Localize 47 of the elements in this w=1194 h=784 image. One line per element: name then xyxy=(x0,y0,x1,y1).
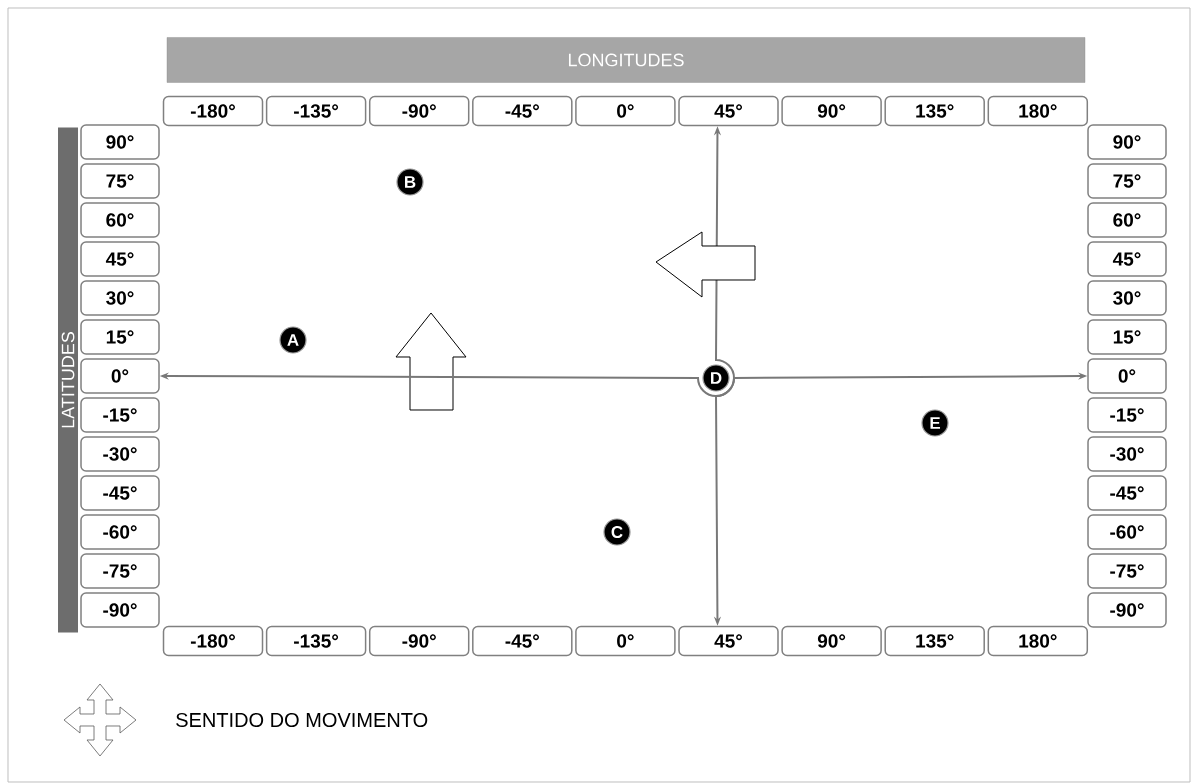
degree-box: -45° xyxy=(472,95,573,127)
degree-box: 30° xyxy=(1087,280,1167,316)
degree-box: 60° xyxy=(1087,202,1167,238)
degree-box: -60° xyxy=(80,514,160,550)
degree-box: -180° xyxy=(162,95,264,127)
degree-box: 0° xyxy=(575,625,676,657)
degree-box: 0° xyxy=(575,95,676,127)
degree-box: -15° xyxy=(1087,397,1167,433)
degree-box: 180° xyxy=(987,625,1089,657)
latitudes-band: LATITUDES xyxy=(58,127,78,633)
degree-box: -15° xyxy=(80,397,160,433)
degree-box: 75° xyxy=(80,163,160,199)
degree-box: 135° xyxy=(884,95,985,127)
degree-box: -45° xyxy=(1087,475,1167,511)
degree-box: 0° xyxy=(1087,358,1167,394)
degree-box: 0° xyxy=(80,358,160,394)
degree-box: -45° xyxy=(80,475,160,511)
degree-box: 45° xyxy=(80,241,160,277)
legend-text: SENTIDO DO MOVIMENTO xyxy=(176,712,428,728)
degree-box: 135° xyxy=(884,625,985,657)
degree-box: -135° xyxy=(265,95,367,127)
degree-box: -75° xyxy=(1087,553,1167,589)
degree-box: -45° xyxy=(472,625,573,657)
degree-box: 30° xyxy=(80,280,160,316)
degree-box: 90° xyxy=(781,95,882,127)
degree-box: -90° xyxy=(80,592,160,628)
degree-box: 90° xyxy=(1087,124,1167,160)
degree-box: -180° xyxy=(162,625,264,657)
degree-box: 15° xyxy=(1087,319,1167,355)
degree-box: -60° xyxy=(1087,514,1167,550)
degree-box: 75° xyxy=(1087,163,1167,199)
degree-box: 45° xyxy=(678,625,779,657)
degree-box: 90° xyxy=(781,625,882,657)
longitudes-band: LONGITUDES xyxy=(166,37,1086,83)
degree-box: 60° xyxy=(80,202,160,238)
degree-box: 45° xyxy=(1087,241,1167,277)
degree-box: -135° xyxy=(265,625,367,657)
degree-box: -90° xyxy=(368,95,470,127)
degree-box: 15° xyxy=(80,319,160,355)
degree-box: -75° xyxy=(80,553,160,589)
degree-box: -30° xyxy=(1087,436,1167,472)
degree-box: 90° xyxy=(80,124,160,160)
degree-box: -90° xyxy=(1087,592,1167,628)
degree-box: -90° xyxy=(368,625,470,657)
degree-box: 45° xyxy=(678,95,779,127)
degree-box: -30° xyxy=(80,436,160,472)
degree-box: 180° xyxy=(987,95,1089,127)
